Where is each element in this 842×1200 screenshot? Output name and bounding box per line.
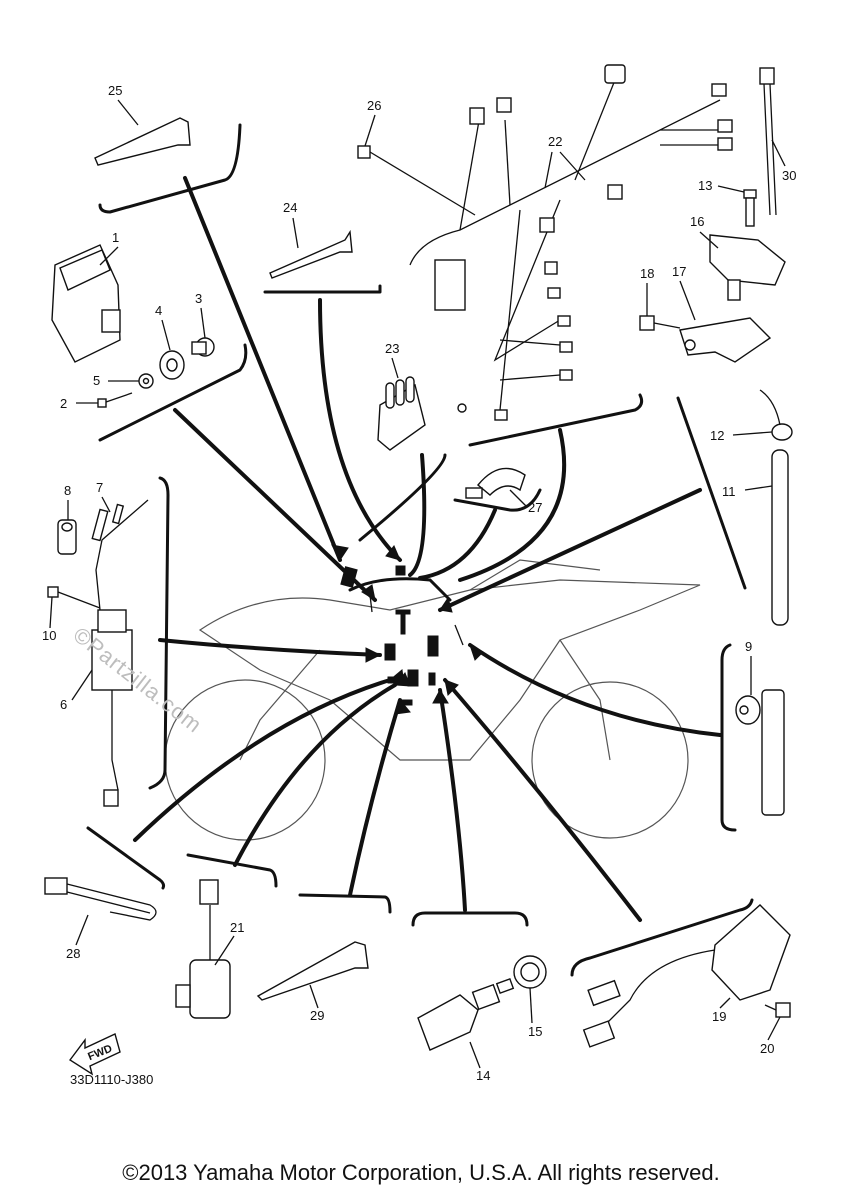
part-7-spark-plug-cap (91, 499, 149, 611)
callout-25: 25 (108, 83, 122, 98)
callout-22: 22 (548, 134, 562, 149)
brackets (86, 123, 754, 977)
part-23-coupler (377, 376, 426, 451)
callout-7: 7 (96, 480, 103, 495)
callout-24: 24 (283, 200, 297, 215)
callout-13: 13 (698, 178, 712, 193)
callout-23: 23 (385, 341, 399, 356)
part-18-bolt (639, 315, 681, 331)
part-26-band (357, 145, 476, 216)
callout-20: 20 (760, 1041, 774, 1056)
part-19-rectifier-regulator (582, 904, 791, 1048)
callout-12: 12 (710, 428, 724, 443)
callout-8: 8 (64, 483, 71, 498)
callout-9: 9 (745, 639, 752, 654)
motorcycle-outline (164, 559, 701, 841)
part-16-sensor (709, 234, 786, 301)
callout-10: 10 (42, 628, 56, 643)
part-4-grommet (159, 350, 185, 380)
fwd-arrow: FWD (68, 1033, 121, 1076)
part-15-gasket (513, 955, 547, 989)
part-24-band (269, 229, 353, 279)
callout-pointers (49, 99, 786, 1069)
part-8-grommet (57, 519, 77, 555)
callout-18: 18 (640, 266, 654, 281)
part-27-clamp (465, 467, 526, 499)
callout-1: 1 (112, 230, 119, 245)
callout-29: 29 (310, 1008, 324, 1023)
part-21-coupler (175, 879, 231, 1019)
callout-11: 11 (722, 484, 736, 499)
callout-27: 27 (528, 500, 542, 515)
callout-17: 17 (672, 264, 686, 279)
part-10-bolt (47, 586, 101, 609)
leader-lines (133, 176, 722, 922)
part-12-clamp (759, 389, 793, 441)
part-6-ignition-coil (91, 609, 133, 807)
copyright-notice: ©2013 Yamaha Motor Corporation, U.S.A. A… (122, 1160, 720, 1185)
callout-16: 16 (690, 214, 704, 229)
part-28-cable-tie (44, 877, 157, 921)
callout-3: 3 (195, 291, 202, 306)
callout-21: 21 (230, 920, 244, 935)
part-20-bolt (764, 1002, 791, 1018)
callout-2: 2 (60, 396, 67, 411)
callout-15: 15 (528, 1024, 542, 1039)
part-3-collar (191, 337, 215, 357)
part-14-temperature-sensor (417, 978, 515, 1051)
part-29-band (256, 941, 369, 1001)
callout-5: 5 (93, 373, 100, 388)
part-17-bracket (679, 317, 772, 363)
part-25-band (94, 117, 191, 166)
callout-6: 6 (60, 697, 67, 712)
part-2-bolt (97, 392, 133, 408)
callout-labels: 1 2 3 4 5 6 7 8 9 10 11 12 13 14 15 16 1… (42, 83, 796, 1083)
part-30-cable-tie (759, 67, 777, 216)
callout-4: 4 (155, 303, 162, 318)
callout-30: 30 (782, 168, 796, 183)
callout-19: 19 (712, 1009, 726, 1024)
part-22-wire-harness (409, 64, 733, 421)
part-13-screw (743, 189, 757, 227)
arrowheads (331, 544, 484, 715)
callout-26: 26 (367, 98, 381, 113)
part-1-cdi-unit (51, 244, 121, 363)
drawing-code: 33D1110-J380 (70, 1072, 154, 1087)
callout-28: 28 (66, 946, 80, 961)
part-9-plug-cap (735, 689, 785, 816)
part-5-washer (138, 373, 154, 389)
hub-markers (340, 565, 464, 706)
callout-14: 14 (476, 1068, 490, 1083)
part-11-tube (771, 449, 789, 626)
